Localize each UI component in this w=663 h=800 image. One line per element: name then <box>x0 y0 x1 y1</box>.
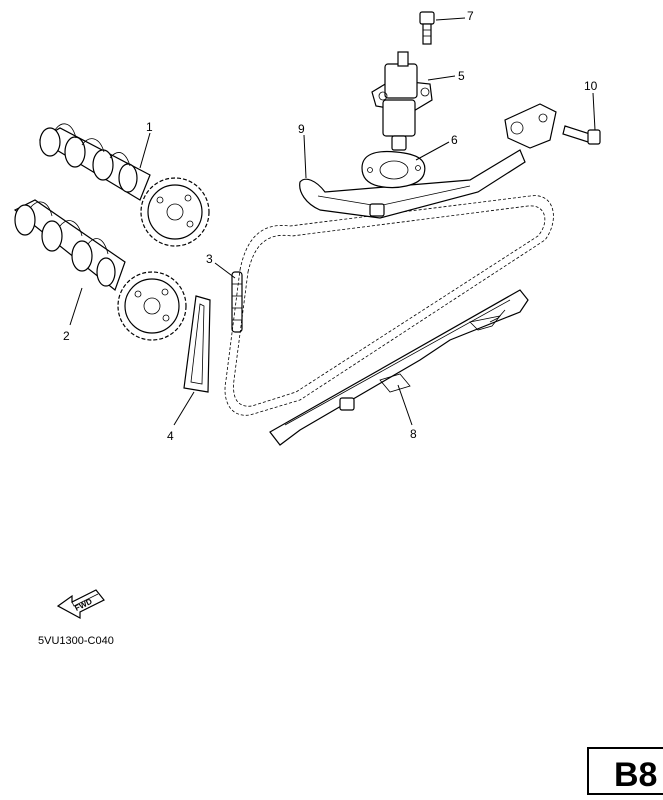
chain-tensioner <box>371 51 433 151</box>
callout-7: 7 <box>467 9 474 23</box>
leader-lines <box>69 17 596 426</box>
callout-10: 10 <box>584 79 598 93</box>
chain-guide-lower <box>269 289 529 446</box>
section-badge: B8 <box>587 747 663 795</box>
tensioner-bracket <box>504 103 557 149</box>
callout-4: 4 <box>167 429 174 443</box>
cam-chain-links <box>231 271 243 333</box>
cam-chain-loop <box>224 195 554 416</box>
gasket <box>361 150 426 189</box>
callout-2: 2 <box>63 329 70 343</box>
chain-guide-left <box>183 295 211 393</box>
forward-arrow-icon: FWD <box>56 589 105 620</box>
callout-8: 8 <box>410 427 417 441</box>
callout-3: 3 <box>206 252 213 266</box>
camshaft-upper <box>38 123 210 247</box>
bolt-7 <box>419 11 435 45</box>
callout-1: 1 <box>146 120 153 134</box>
callout-5: 5 <box>458 69 465 83</box>
bolt-10 <box>562 125 601 145</box>
tensioner-guide <box>299 149 526 219</box>
section-badge-label: B8 <box>614 756 657 794</box>
diagram-code: 5VU1300-C040 <box>38 635 114 647</box>
camshaft-lower <box>13 199 187 341</box>
callout-6: 6 <box>451 133 458 147</box>
callout-9: 9 <box>298 122 305 136</box>
